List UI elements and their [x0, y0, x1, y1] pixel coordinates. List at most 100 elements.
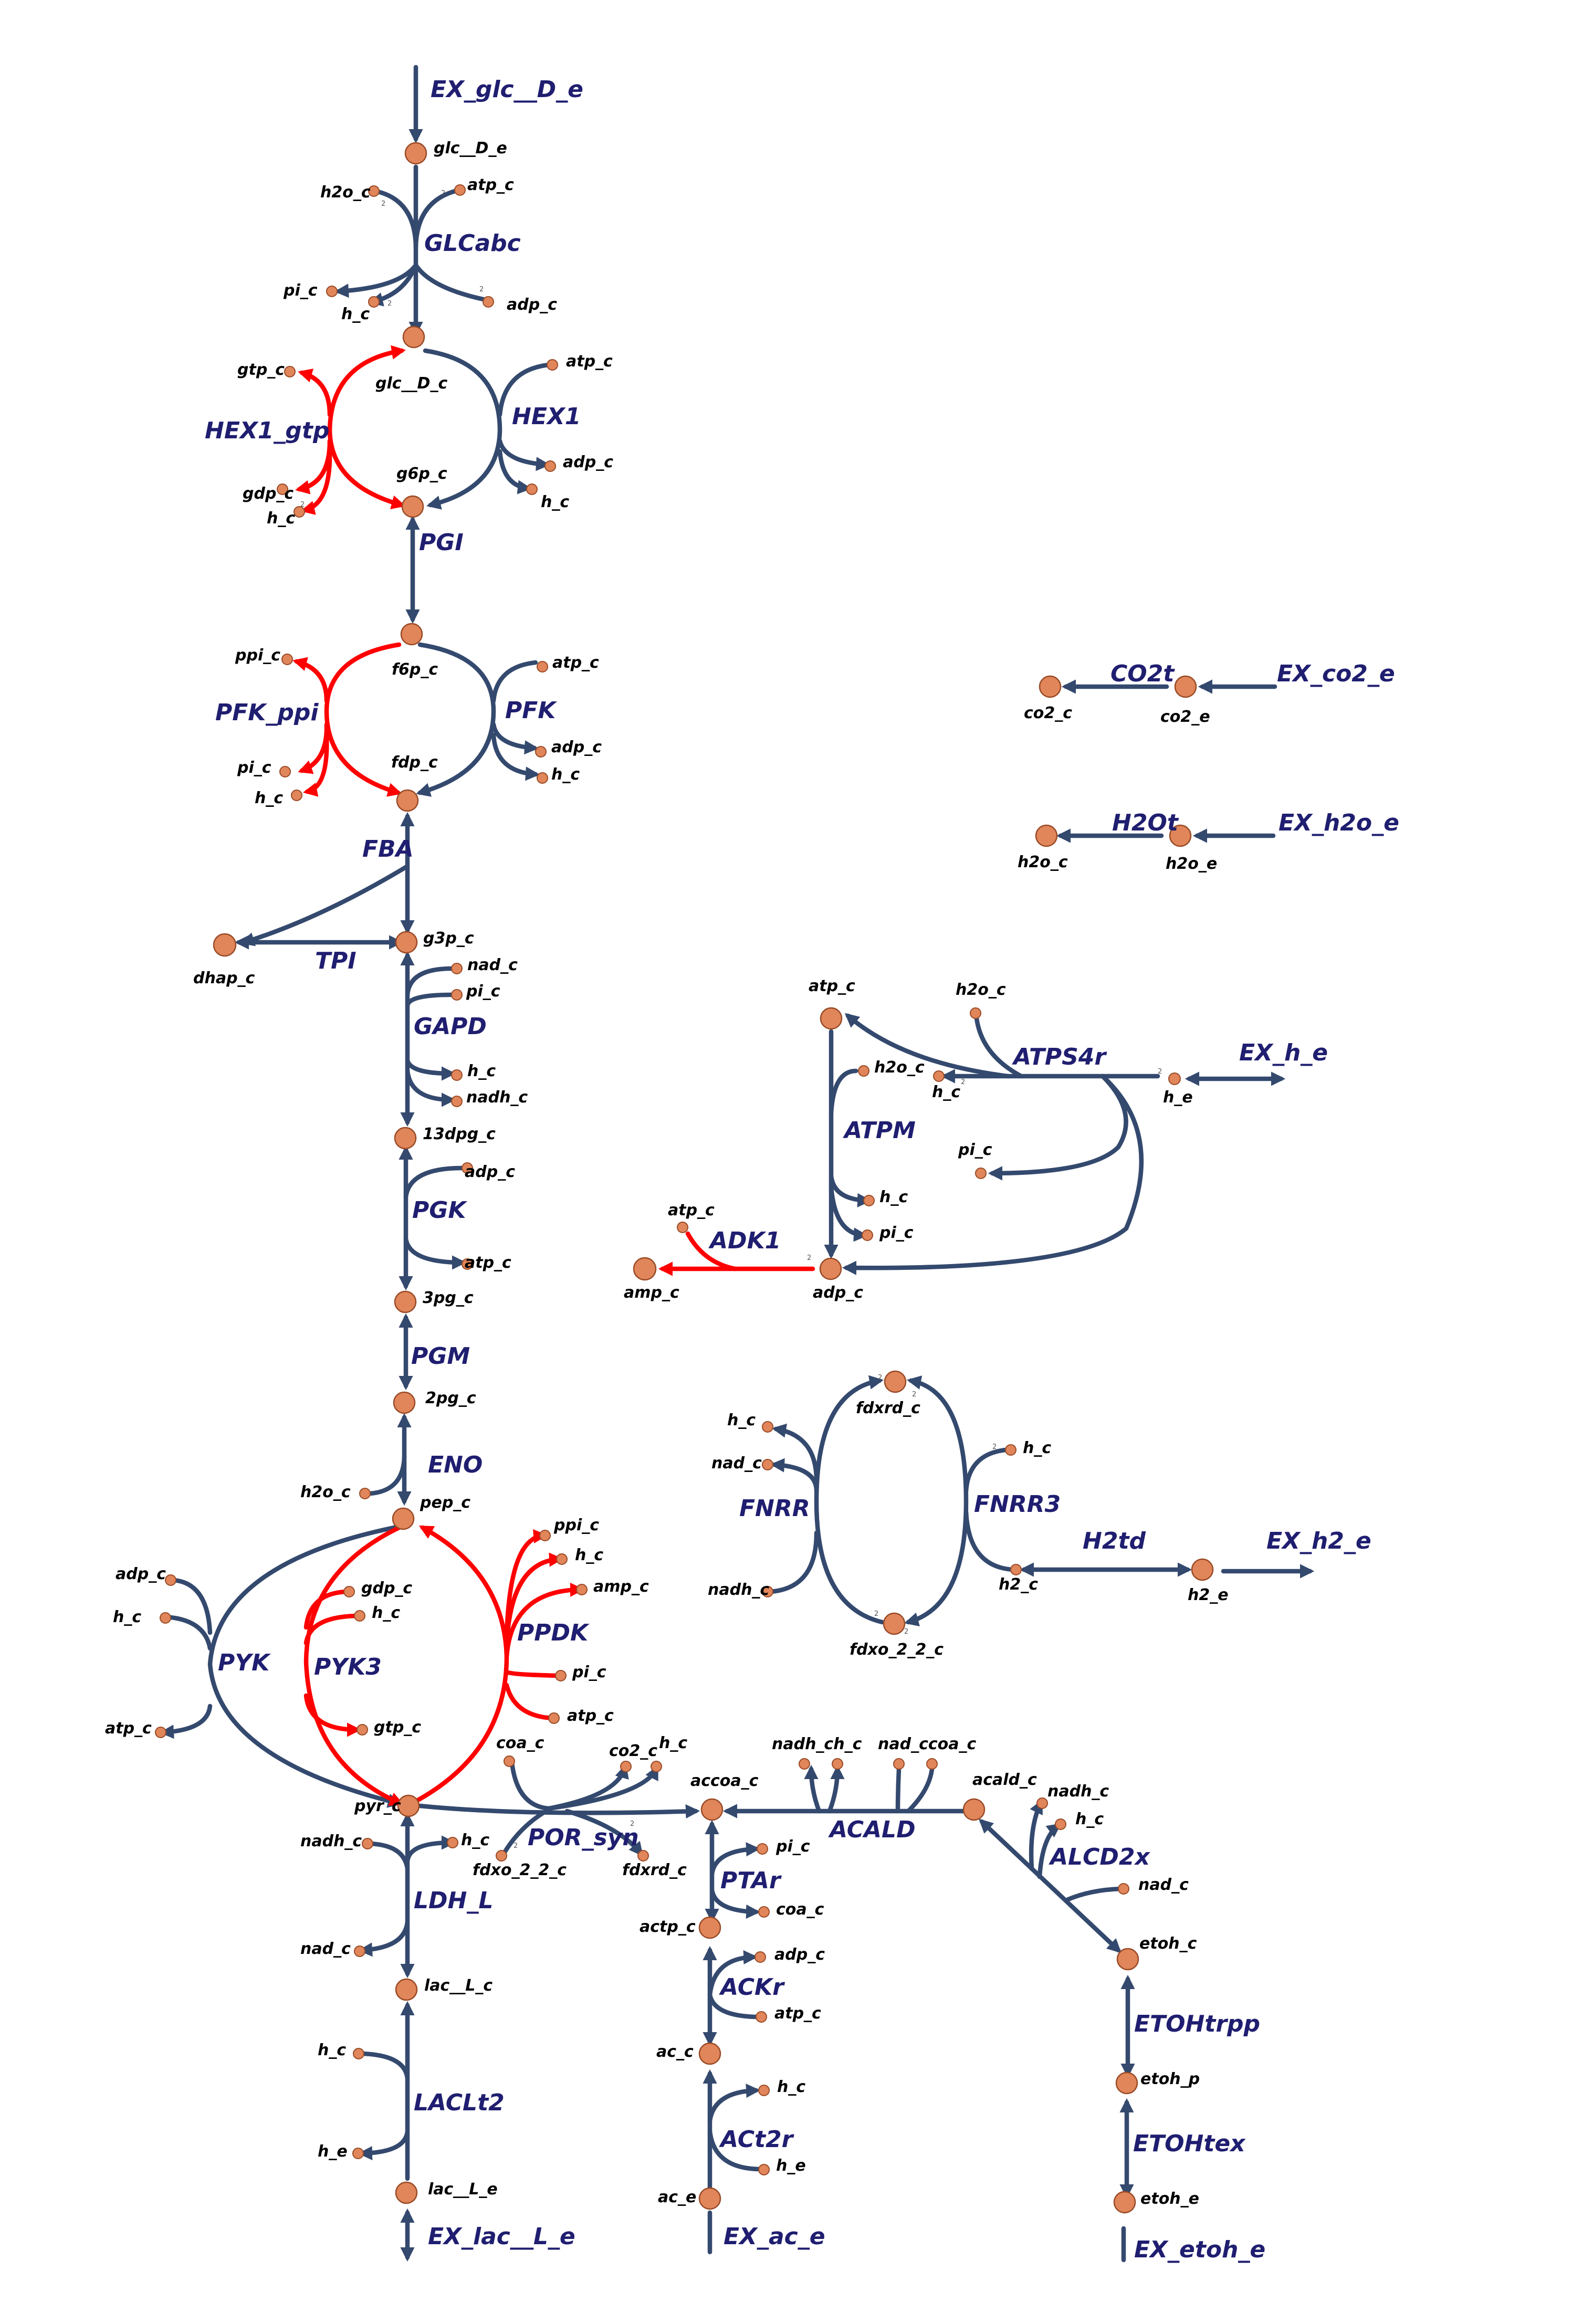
node-nadh-c-gapd[interactable]	[451, 1096, 463, 1107]
node-etoh-p[interactable]	[1115, 2071, 1138, 2095]
rxn-atps4r-path[interactable]	[842, 1013, 1160, 1275]
node-h-c-hex1[interactable]	[526, 483, 538, 495]
rxn-laclt2-path[interactable]	[358, 2001, 415, 2181]
node-adp-c-pgk[interactable]	[462, 1162, 473, 1174]
node-h-c-hex1gtp[interactable]	[294, 506, 305, 518]
label-etohtrpp[interactable]: ETOHtrpp	[1134, 2011, 1260, 2037]
node-h-c-acald[interactable]	[832, 1758, 843, 1770]
node-coa-c-acald[interactable]	[926, 1758, 938, 1770]
node-etoh-c[interactable]	[1116, 1948, 1139, 1971]
rxn-hex1-gtp-path[interactable]	[295, 345, 406, 515]
label-ex-co2-e[interactable]: EX_co2_e	[1277, 660, 1395, 687]
rxn-alcd2x-path[interactable]	[979, 1799, 1124, 1953]
node-nadh-c-fnrr[interactable]	[762, 1586, 773, 1597]
node-accoa-c[interactable]	[700, 1798, 724, 1821]
node-ppi-c-pfkppi[interactable]	[281, 654, 293, 665]
node-adp-c-energy[interactable]	[819, 1257, 842, 1280]
node-fdp-c[interactable]	[396, 789, 419, 812]
node-actp-c[interactable]	[698, 1916, 721, 1939]
label-acald[interactable]: ACALD	[828, 1816, 916, 1843]
node-pi-c-ptar[interactable]	[757, 1843, 768, 1855]
label-pfk[interactable]: PFK	[505, 697, 557, 724]
label-por-syn[interactable]: POR_syn	[528, 1824, 639, 1851]
label-pfk-ppi[interactable]: PFK_ppi	[215, 699, 319, 726]
node-fdxo-c-por[interactable]	[496, 1850, 507, 1862]
node-h-c-act2r[interactable]	[758, 2085, 770, 2096]
label-atpm[interactable]: ATPM	[843, 1117, 916, 1144]
node-atp-c-pyk[interactable]	[155, 1727, 166, 1738]
node-h-c-gapd[interactable]	[451, 1069, 463, 1081]
label-pgk[interactable]: PGK	[412, 1197, 467, 1224]
label-ex-lac-l-e[interactable]: EX_lac__L_e	[428, 2223, 575, 2250]
node-13dpg-c[interactable]	[394, 1127, 417, 1150]
label-ex-glc-d-e[interactable]: EX_glc__D_e	[431, 76, 583, 103]
node-pi-c-atpm[interactable]	[862, 1229, 873, 1241]
node-gtp-c-hex1gtp[interactable]	[284, 366, 296, 377]
label-adk1[interactable]: ADK1	[708, 1227, 781, 1254]
label-tpi[interactable]: TPI	[315, 948, 357, 974]
rxn-hex1-path[interactable]	[423, 348, 551, 510]
rxn-pgk-path[interactable]	[399, 1145, 467, 1291]
node-nadh-c-acald[interactable]	[799, 1758, 810, 1770]
node-pyr-c[interactable]	[397, 1794, 420, 1817]
node-h2o-e[interactable]	[1169, 824, 1192, 847]
node-h-c-fnrr3[interactable]	[1005, 1444, 1016, 1456]
node-pi-c-glcabc[interactable]	[326, 286, 338, 297]
node-pi-c-atps[interactable]	[975, 1168, 987, 1179]
label-h2ot[interactable]: H2Ot	[1112, 809, 1179, 836]
node-gdp-c-hex1gtp[interactable]	[277, 483, 288, 495]
rxn-ackr-path[interactable]	[703, 1946, 759, 2047]
node-nadh-c-ldh[interactable]	[362, 1838, 373, 1849]
node-nadh-c-alcd[interactable]	[1036, 1797, 1048, 1809]
node-gtp-c-pyk3[interactable]	[357, 1724, 368, 1736]
node-nad-c-fnrr[interactable]	[762, 1459, 773, 1470]
node-h-c-fnrr[interactable]	[762, 1421, 773, 1433]
node-h2-e[interactable]	[1191, 1558, 1214, 1581]
label-h2td[interactable]: H2td	[1083, 1528, 1146, 1554]
node-h-c-pyk[interactable]	[160, 1612, 171, 1624]
node-gdp-c-pyk3[interactable]	[343, 1586, 355, 1597]
node-h-c-por[interactable]	[651, 1761, 662, 1772]
node-acald-c[interactable]	[962, 1798, 986, 1821]
label-ex-h2-e[interactable]: EX_h2_e	[1266, 1528, 1371, 1554]
node-atp-c-ackr[interactable]	[756, 2011, 767, 2023]
rxn-fnrr3-path[interactable]	[904, 1375, 1016, 1627]
rxn-pyk-path[interactable]	[159, 1525, 402, 1808]
node-g3p-c[interactable]	[395, 931, 418, 954]
node-pi-c-gapd[interactable]	[451, 989, 463, 1001]
node-amp-c[interactable]	[633, 1257, 657, 1281]
label-pyk3[interactable]: PYK3	[314, 1654, 382, 1680]
node-h-c-pfkppi[interactable]	[291, 790, 302, 801]
label-laclt2[interactable]: LACLt2	[414, 2089, 505, 2116]
node-pi-c-ppdk[interactable]	[555, 1670, 567, 1681]
label-alcd2x[interactable]: ALCD2x	[1049, 1844, 1151, 1870]
node-glc-d-c[interactable]	[402, 325, 425, 349]
node-atp-c-ppdk[interactable]	[548, 1712, 560, 1724]
node-h2o-c-atpm[interactable]	[858, 1065, 869, 1077]
rxn-acald-path[interactable]	[722, 1764, 966, 1818]
label-ppdk[interactable]: PPDK	[517, 1620, 590, 1646]
node-fdxrd-c[interactable]	[884, 1370, 907, 1393]
node-fdxo-2-2-c[interactable]	[883, 1612, 906, 1635]
rxn-pyk3-path[interactable]	[303, 1525, 404, 1806]
node-h-c-atpm[interactable]	[863, 1195, 875, 1206]
node-h-c-ppdk[interactable]	[556, 1553, 568, 1565]
node-co2-c-por[interactable]	[620, 1761, 632, 1772]
label-fba[interactable]: FBA	[362, 836, 414, 863]
node-amp-c-ppdk[interactable]	[576, 1584, 588, 1595]
node-h-c-pfk[interactable]	[537, 772, 548, 784]
rxn-fba-path[interactable]	[240, 812, 415, 947]
node-dhap-c[interactable]	[213, 933, 237, 957]
label-ex-ac-e[interactable]: EX_ac_e	[724, 2223, 825, 2250]
node-adp-c-hex1[interactable]	[544, 460, 556, 472]
node-g6p-c[interactable]	[401, 495, 424, 518]
node-lac-l-e[interactable]	[395, 2181, 418, 2204]
label-hex1[interactable]: HEX1	[512, 403, 581, 430]
node-h2o-c-eno[interactable]	[359, 1488, 371, 1499]
rxn-atpm-path[interactable]	[824, 1029, 872, 1259]
label-atps4r[interactable]: ATPS4r	[1012, 1044, 1107, 1070]
node-co2-e[interactable]	[1174, 675, 1197, 698]
label-act2r[interactable]: ACt2r	[719, 2126, 794, 2153]
label-eno[interactable]: ENO	[428, 1452, 483, 1478]
node-atp-c-pfk[interactable]	[537, 661, 548, 672]
